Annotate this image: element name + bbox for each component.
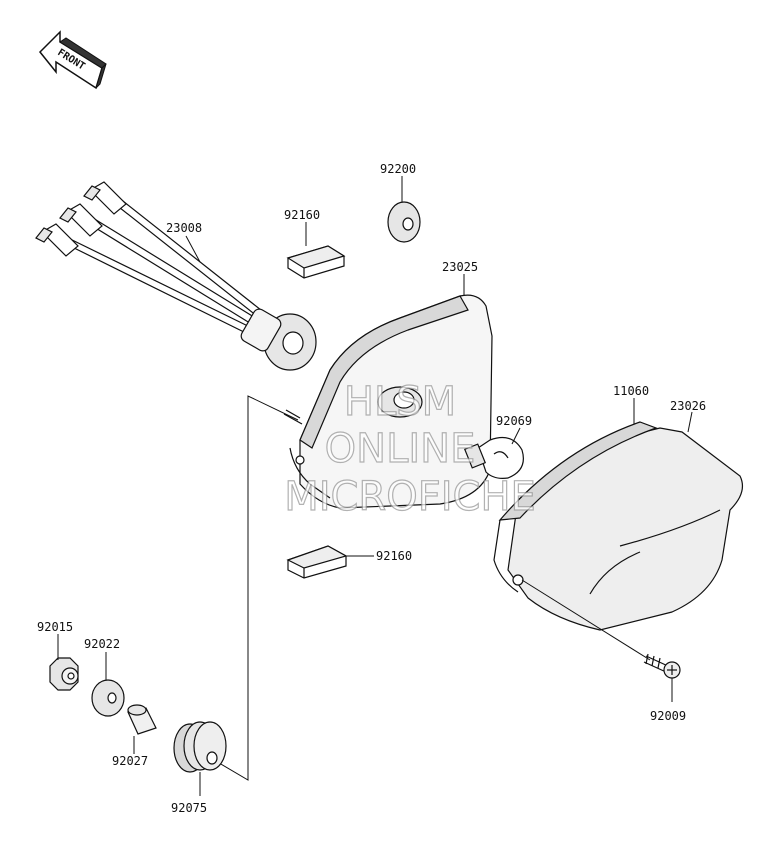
part-number-23026: 23026	[670, 399, 706, 413]
front-arrow-icon: FRONT	[38, 30, 107, 90]
part-number-23025: 23025	[442, 260, 478, 274]
nut-92015	[49, 657, 79, 691]
collar-92027	[127, 704, 157, 735]
pad-92160-top	[286, 245, 346, 279]
washer-92022	[91, 679, 125, 717]
part-number-92075: 92075	[171, 801, 207, 815]
watermark-line-1: HLSM	[344, 379, 456, 425]
part-number-92009: 92009	[650, 709, 686, 723]
part-number-92015: 92015	[37, 620, 73, 634]
wiring-harness-23008	[35, 181, 317, 371]
part-number-92027: 92027	[112, 754, 148, 768]
part-number-92200: 92200	[380, 162, 416, 176]
part-number-92069: 92069	[496, 414, 532, 428]
pad-92160-lower	[286, 545, 348, 579]
grommet-92075	[173, 721, 227, 773]
part-number-11060: 11060	[613, 384, 649, 398]
watermark-line-3: MICROFICHE	[284, 474, 536, 520]
lens-assembly-23026	[493, 421, 743, 631]
watermark: HLSM ONLINE MICROFICHE	[284, 378, 537, 520]
part-number-92160-lower: 92160	[376, 549, 412, 563]
part-number-92022: 92022	[84, 637, 120, 651]
bulb-92069	[463, 437, 524, 479]
part-number-92160-top: 92160	[284, 208, 320, 222]
watermark-line-2: ONLINE	[325, 426, 476, 472]
part-number-23008: 23008	[166, 221, 202, 235]
lamp-housing-23025	[283, 294, 493, 509]
washer-92200	[387, 201, 421, 243]
screw-92009	[643, 653, 681, 679]
